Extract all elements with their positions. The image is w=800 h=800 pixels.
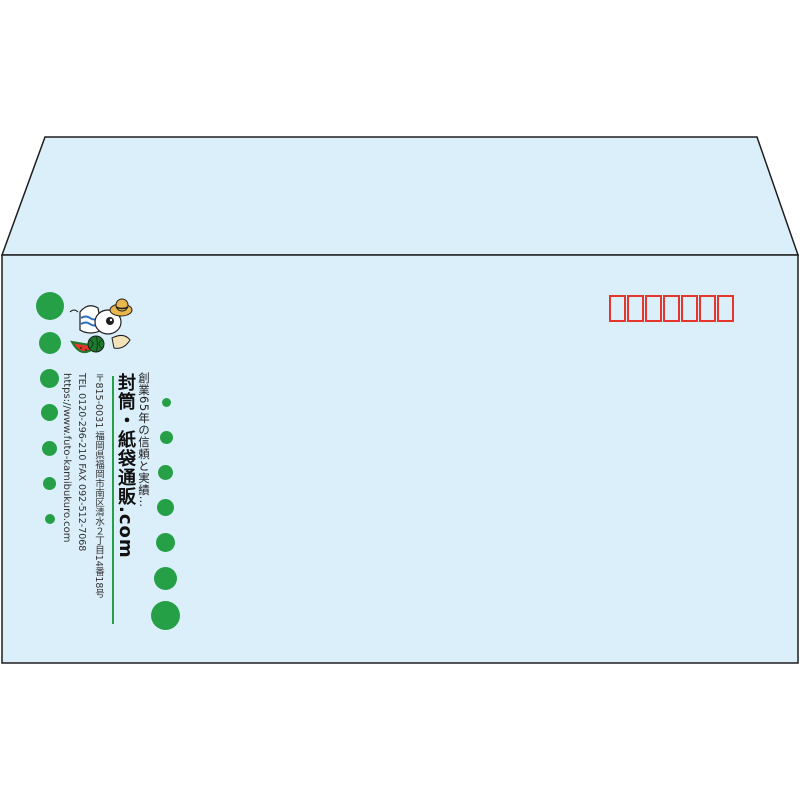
company-address: 〒815-0031 福岡県福岡市南区清水２丁目14番18号 <box>93 373 104 598</box>
decorative-dot <box>45 514 55 524</box>
decorative-dot <box>157 499 174 516</box>
postal-code-box[interactable] <box>663 295 680 322</box>
decorative-dot <box>42 441 57 456</box>
postal-code-box[interactable] <box>717 295 734 322</box>
decorative-dot <box>41 404 58 421</box>
decorative-dot <box>160 431 173 444</box>
decorative-dot <box>40 369 59 388</box>
mascot-icon <box>69 298 133 353</box>
decorative-dot <box>158 465 173 480</box>
envelope-body <box>1 254 799 664</box>
postal-code-box[interactable] <box>627 295 644 322</box>
postal-code-box[interactable] <box>699 295 716 322</box>
decorative-dot <box>162 398 171 407</box>
decorative-dot <box>156 533 175 552</box>
company-website: https://www.futo-kamibukuro.com <box>61 373 72 543</box>
decorative-dot <box>36 292 64 320</box>
company-tagline: 創業65年の信頼と実績… <box>137 372 151 508</box>
brand-underline <box>112 376 114 624</box>
decorative-dot <box>154 567 177 590</box>
decorative-dot <box>39 332 61 354</box>
postal-code-box[interactable] <box>681 295 698 322</box>
brand-name: 封筒・紙袋通販.com <box>115 373 136 559</box>
envelope-flap <box>0 136 800 256</box>
postal-code-boxes <box>609 295 734 324</box>
decorative-dot <box>43 477 56 490</box>
company-tel-fax: TEL 0120-296-210 FAX 092-512-7068 <box>76 373 87 552</box>
postal-code-box[interactable] <box>645 295 662 322</box>
decorative-dot <box>151 601 180 630</box>
postal-code-box[interactable] <box>609 295 626 322</box>
